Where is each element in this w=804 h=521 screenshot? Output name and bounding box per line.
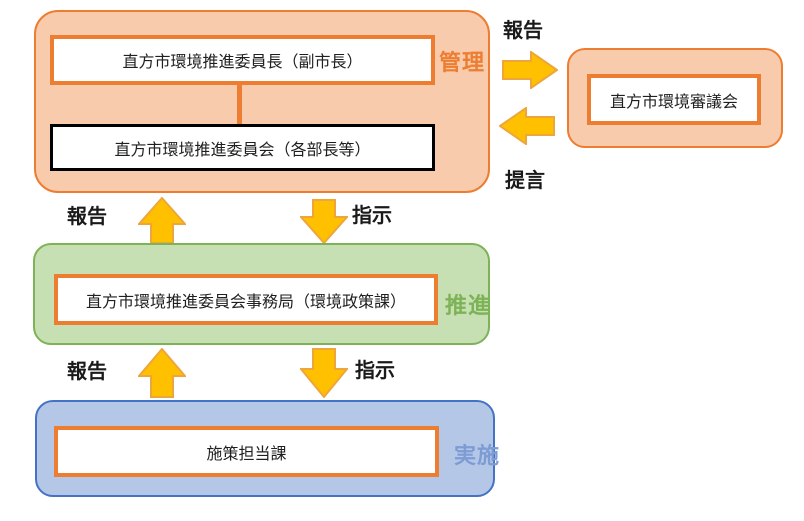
report-implementation-label: 報告: [67, 361, 107, 383]
instruct-implementation-label: 指示: [355, 360, 395, 382]
secretariat-box: 直方市環境推進委員会事務局（環境政策課）: [54, 274, 438, 325]
council-group: 直方市環境審議会: [567, 48, 783, 148]
implementation-role-label: 実施: [454, 443, 501, 468]
committee-box: 直方市環境推進委員会（各部長等）: [50, 124, 435, 171]
instruct-down-arrow-bottom-icon: [300, 348, 348, 398]
council-box-label: 直方市環境審議会: [609, 93, 738, 111]
council-box: 直方市環境審議会: [587, 74, 761, 125]
proposal-left-arrow-icon: [499, 107, 555, 145]
instruct-promotion-label: 指示: [352, 205, 392, 227]
report-right-arrow-icon: [502, 51, 558, 89]
report-to-council-label: 報告: [503, 20, 543, 42]
secretariat-box-label: 直方市環境推進委員会事務局（環境政策課）: [85, 293, 406, 311]
implementation-group: 施策担当課 実施: [35, 400, 499, 497]
report-up-arrow-bottom-icon: [138, 348, 186, 398]
report-promotion-label: 報告: [67, 206, 107, 228]
committee-box-label: 直方市環境推進委員会（各部長等）: [114, 141, 371, 159]
proposal-from-council-label: 提言: [505, 170, 545, 192]
instruct-down-arrow-top-icon: [300, 199, 348, 244]
chair-box-label: 直方市環境推進委員長（副市長）: [122, 54, 363, 71]
promotion-group: 直方市環境推進委員会事務局（環境政策課） 推進: [33, 243, 490, 345]
management-group: 直方市環境推進委員長（副市長） 直方市環境推進委員会（各部長等） 管理: [34, 10, 490, 193]
chair-committee-connector-line: [237, 85, 242, 125]
promotion-role-label: 推進: [445, 293, 492, 318]
management-role-label: 管理: [439, 50, 486, 75]
policy-division-box: 施策担当課: [54, 426, 439, 477]
report-up-arrow-top-icon: [138, 197, 186, 244]
chair-box: 直方市環境推進委員長（副市長）: [50, 35, 435, 85]
policy-division-box-label: 施策担当課: [206, 445, 287, 463]
